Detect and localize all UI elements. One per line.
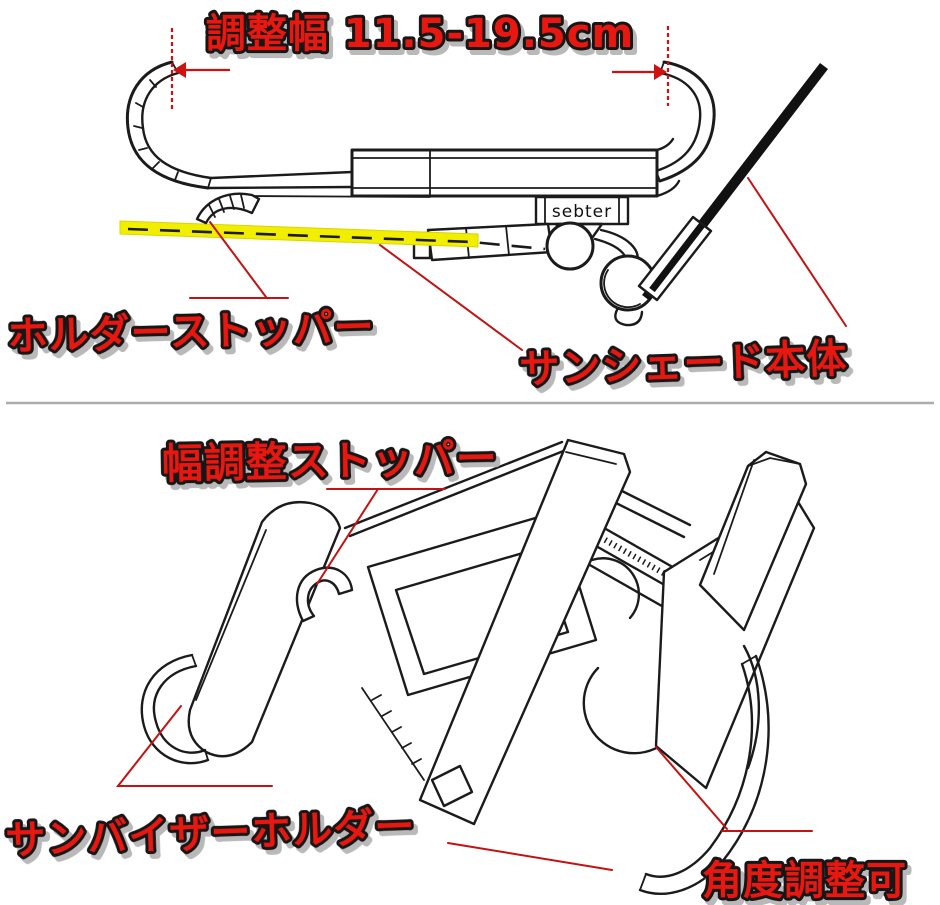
sunshade-body-label: サンシェード本体	[519, 336, 848, 393]
stopper-tab	[295, 566, 354, 623]
sun-visor-holder-label: サンバイザーホルダー	[5, 804, 416, 864]
angle-adjustable-label: 角度調整可	[702, 858, 907, 904]
leader-holder-stopper	[189, 221, 289, 299]
holder-stopper-label: ホルダーストッパー	[7, 304, 375, 360]
ball-joint	[545, 221, 639, 271]
right-blade	[698, 450, 808, 632]
front-bar	[418, 438, 632, 826]
leader-visor-holder-right	[447, 842, 613, 871]
brand-label: sebter	[552, 202, 612, 222]
shade-strip-highlight	[119, 220, 546, 251]
leader-angle-adjust	[655, 746, 813, 832]
right-hook	[654, 60, 716, 183]
sunshade-holder-drawing: sebter	[4, 8, 851, 396]
stopper-grip	[195, 192, 261, 225]
leader-width-stopper	[316, 488, 446, 585]
width-adjust-stopper-label: 幅調整ストッパー	[161, 434, 498, 488]
leader-shade-rod	[747, 177, 847, 327]
shade-rod	[637, 62, 828, 302]
leader-shade-strip	[379, 244, 523, 351]
leader-visor-holder-left	[115, 705, 273, 787]
dimension-label: 調整幅 11.5-19.5cm	[206, 11, 634, 57]
leader-lines-top	[189, 177, 847, 351]
leader-lines-bottom	[115, 488, 813, 871]
visor-holder-drawing: 幅調整ストッパー サンバイザーホルダー 角度調整可	[2, 431, 909, 905]
left-clip	[140, 501, 342, 765]
dimension-arrow	[170, 26, 670, 112]
main-bar	[350, 137, 681, 198]
rod-ring	[599, 254, 657, 327]
right-clip	[638, 654, 770, 895]
